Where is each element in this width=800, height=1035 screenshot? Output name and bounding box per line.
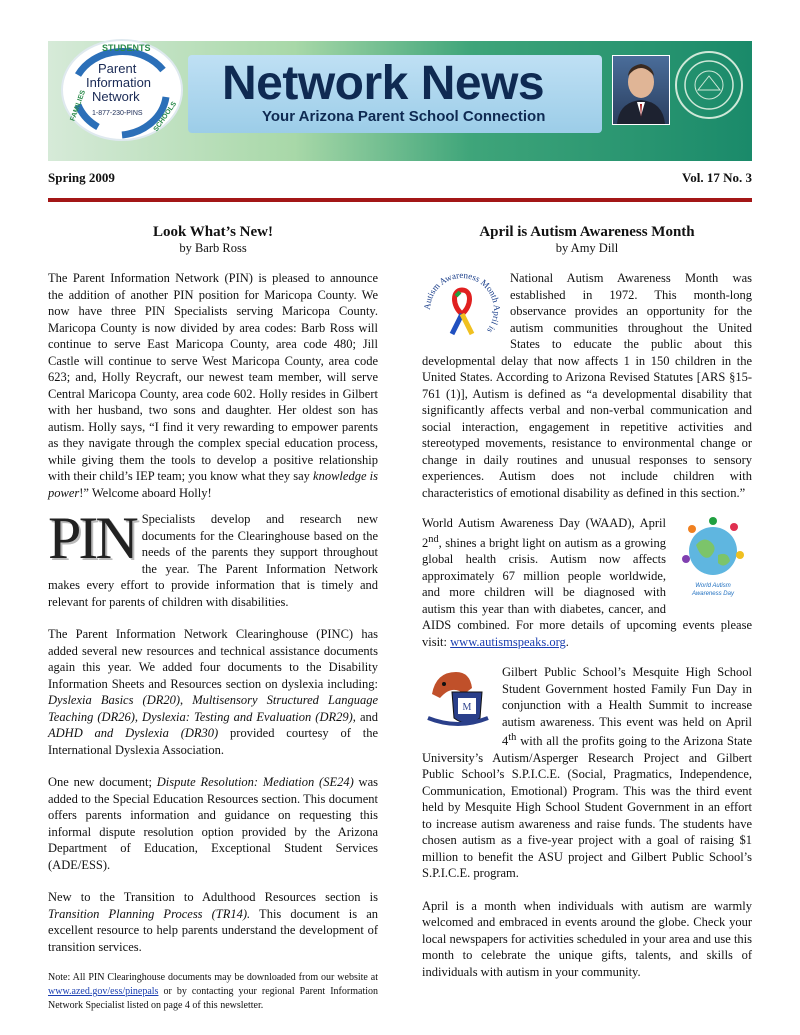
right-article-title: April is Autism Awareness Month <box>479 224 695 240</box>
left-paragraph-3: The Parent Information Network Clearingh… <box>48 627 379 757</box>
right-paragraph-3: M Gilbert Public School’s Mesquite High … <box>422 665 752 881</box>
svg-text:Awareness Day: Awareness Day <box>691 591 735 597</box>
pin-logo: STUDENTS FAMILIES SCHOOLS Parent Informa… <box>61 39 183 141</box>
issue-volume: Vol. 17 No. 3 <box>682 170 752 185</box>
autismspeaks-link[interactable]: www.autismspeaks.org <box>450 634 566 649</box>
mesquite-wildcat-crest-icon: M <box>427 672 489 727</box>
world-autism-awareness-day-icon: World Autism Awareness Day <box>682 517 744 597</box>
right-paragraph-1: Autism Awareness Month April is National… <box>422 270 752 500</box>
left-article-title: Look What’s New! <box>152 224 273 240</box>
pin-dropcap: PIN <box>48 505 139 571</box>
logo-ring-top: STUDENTS <box>102 43 151 53</box>
left-article: Look What’s New! by Barb Ross The Parent… <box>48 224 378 1013</box>
left-note: Note: All PIN Clearinghouse documents ma… <box>48 972 378 1011</box>
arizona-seal-icon <box>675 51 743 119</box>
azed-link[interactable]: www.azed.gov/ess/pinepals <box>48 986 159 997</box>
newsletter-title: Network News <box>222 57 545 110</box>
right-article-byline: by Amy Dill <box>555 241 619 255</box>
logo-line1: Parent <box>98 61 137 76</box>
logo-phone: 1-877-230-PINS <box>92 110 143 117</box>
newsletter-subtitle: Your Arizona Parent School Connection <box>262 108 546 125</box>
right-paragraph-4: April is a month when individuals with a… <box>422 898 752 979</box>
right-article: April is Autism Awareness Month by Amy D… <box>422 224 752 980</box>
issue-season: Spring 2009 <box>48 170 115 185</box>
title-panel <box>188 55 602 133</box>
svg-text:M: M <box>463 702 472 713</box>
logo-line2: Information <box>86 75 151 90</box>
right-paragraph-2: World Autism Awareness Day World Autism … <box>422 516 752 649</box>
svg-text:World Autism: World Autism <box>695 583 730 589</box>
portrait-photo <box>612 55 670 125</box>
logo-line3: Network <box>92 89 140 104</box>
svg-text:Autism Awareness Month April i: Autism Awareness Month April is <box>422 270 502 336</box>
left-paragraph-4: One new document; Dispute Resolution: Me… <box>48 775 378 872</box>
left-article-byline: by Barb Ross <box>179 241 247 255</box>
header-divider <box>48 198 752 202</box>
left-paragraph-1: The Parent Information Network (PIN) is … <box>48 271 378 500</box>
autism-awareness-ribbon-icon: Autism Awareness Month April is <box>422 270 502 336</box>
left-paragraph-5: New to the Transition to Adulthood Resou… <box>48 890 378 954</box>
